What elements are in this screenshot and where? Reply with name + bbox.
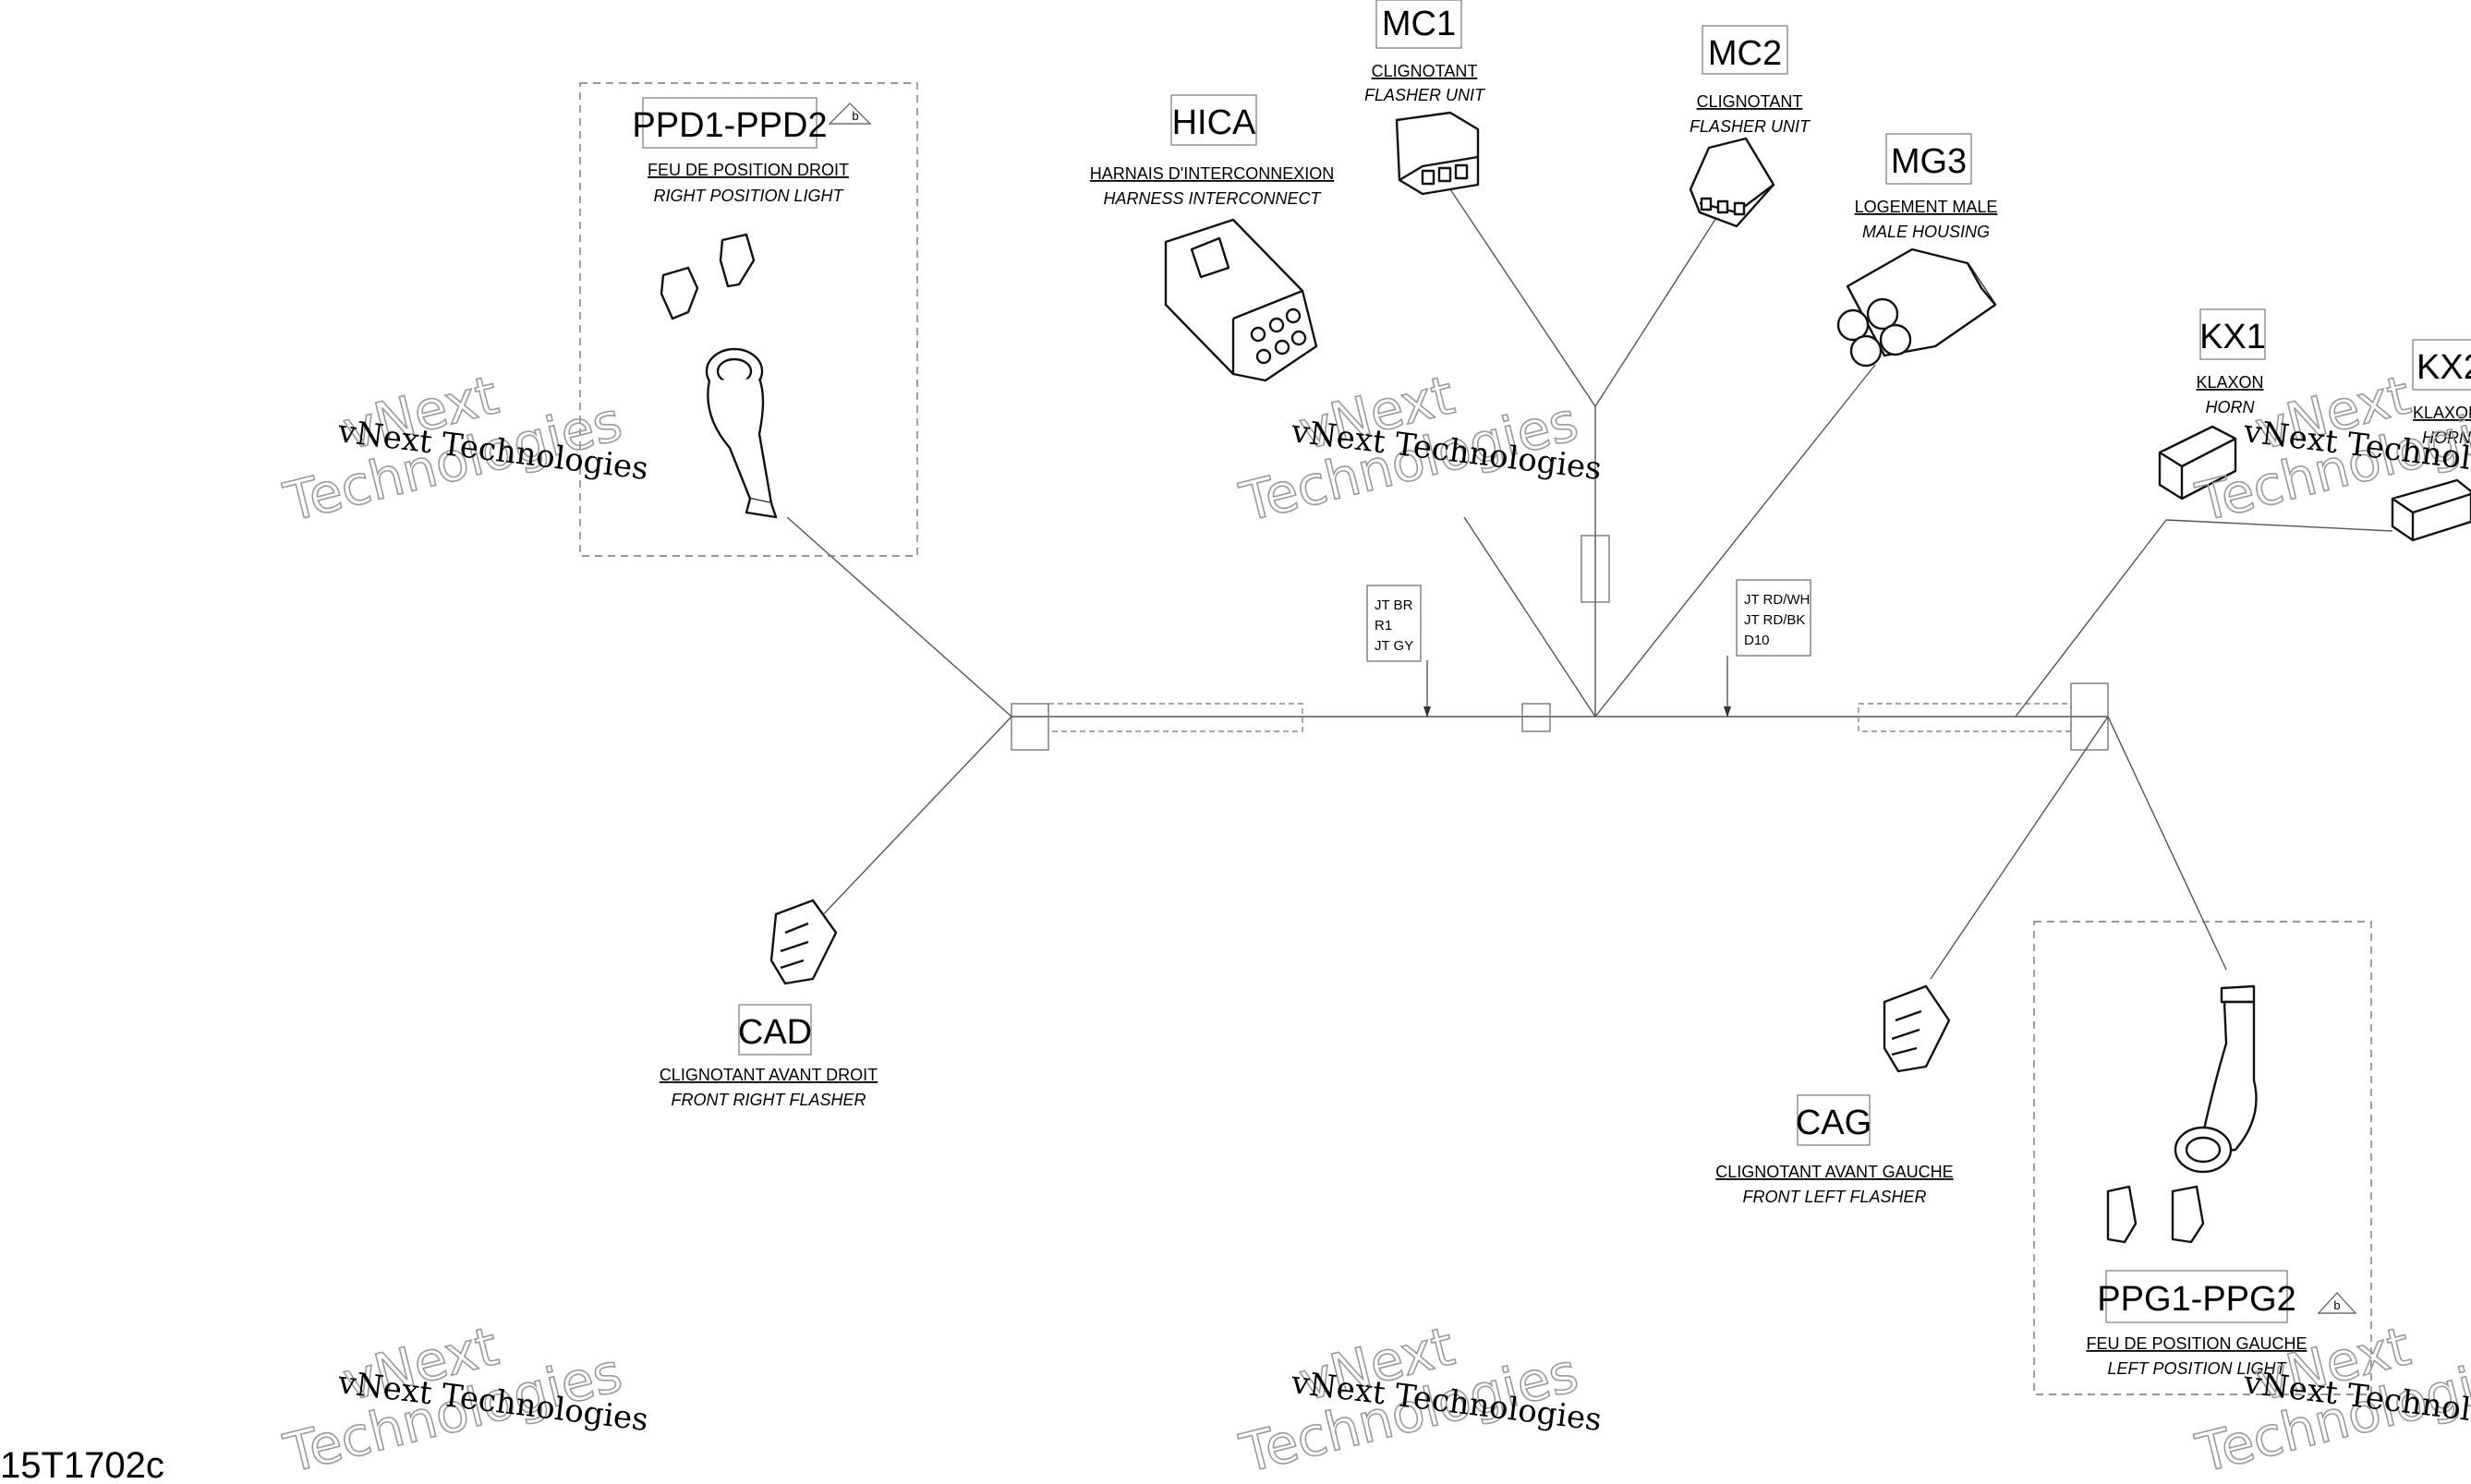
svg-text:MC1: MC1 (1382, 5, 1456, 43)
svg-text:HORN: HORN (2422, 428, 2471, 447)
svg-text:MC2: MC2 (1708, 34, 1782, 73)
right-position-light-group (579, 82, 918, 557)
label-ppg: PPG1-PPG2 b FEU DE POSITION GAUCHE LEFT … (2086, 1270, 2357, 1378)
mc2-flasher-connector-icon (1689, 137, 1775, 228)
label-cad: CAD CLIGNOTANT AVANT DROIT FRONT RIGHT F… (660, 1004, 878, 1109)
svg-text:FRONT LEFT FLASHER: FRONT LEFT FLASHER (1742, 1188, 1926, 1206)
kx2-horn-terminal-icon (2391, 478, 2471, 542)
left-position-light-group (2033, 921, 2372, 1395)
label-mc1: MC1 CLIGNOTANT FLASHER UNIT (1364, 0, 1486, 104)
svg-text:b: b (852, 109, 858, 123)
svg-text:FRONT RIGHT FLASHER: FRONT RIGHT FLASHER (671, 1091, 866, 1109)
label-cag: CAG CLIGNOTANT AVANT GAUCHE FRONT LEFT F… (1715, 1094, 1954, 1206)
svg-text:JT GY: JT GY (1375, 638, 1413, 654)
ppd-terminals-icon (660, 233, 756, 320)
svg-text:JT RD/WH: JT RD/WH (1744, 592, 1810, 608)
svg-text:CLIGNOTANT: CLIGNOTANT (1697, 92, 1803, 111)
harness-wires (786, 188, 2393, 980)
svg-text:CAG: CAG (1796, 1104, 1871, 1142)
hica-connector-icon (1164, 218, 1318, 382)
kx1-horn-terminal-icon (2158, 425, 2237, 501)
label-ppd: PPD1-PPD2 b FEU DE POSITION DROIT RIGHT … (632, 97, 872, 205)
svg-text:KLAXON: KLAXON (2413, 404, 2471, 422)
ppg-terminals-icon (2106, 1185, 2205, 1244)
drawing-reference: 15T1702c (0, 1445, 164, 1484)
ppd-bulb-socket-icon (705, 347, 778, 519)
svg-text:MG3: MG3 (1891, 142, 1967, 181)
wire-tag-arrows (1423, 706, 1731, 718)
svg-text:R1: R1 (1375, 618, 1392, 633)
svg-text:FEU DE POSITION DROIT: FEU DE POSITION DROIT (648, 161, 849, 179)
svg-text:MALE HOUSING: MALE HOUSING (1862, 223, 1990, 241)
svg-text:KX2: KX2 (2416, 348, 2471, 387)
svg-text:CLIGNOTANT: CLIGNOTANT (1372, 62, 1478, 80)
label-kx2: KX2 KLAXON HORN (2412, 339, 2471, 447)
label-kx1: KX1 KLAXON HORN (2196, 308, 2266, 416)
svg-text:b: b (2333, 1298, 2340, 1312)
mc1-flasher-connector-icon (1395, 111, 1480, 196)
svg-text:CLIGNOTANT AVANT GAUCHE: CLIGNOTANT AVANT GAUCHE (1715, 1163, 1953, 1181)
svg-text:JT BR: JT BR (1375, 597, 1413, 613)
svg-text:HARNESS INTERCONNECT: HARNESS INTERCONNECT (1103, 189, 1322, 208)
svg-text:CLIGNOTANT AVANT DROIT: CLIGNOTANT AVANT DROIT (660, 1066, 878, 1084)
label-hica: HICA HARNAIS D'INTERCONNEXION HARNESS IN… (1090, 94, 1334, 208)
svg-text:LEFT POSITION LIGHT: LEFT POSITION LIGHT (2107, 1359, 2287, 1378)
svg-text:LOGEMENT MALE: LOGEMENT MALE (1855, 198, 1998, 216)
svg-text:HARNAIS D'INTERCONNEXION: HARNAIS D'INTERCONNEXION (1090, 164, 1334, 183)
wire-tag-left: JT BR R1 JT GY (1366, 585, 1422, 662)
svg-text:KLAXON: KLAXON (2196, 373, 2263, 392)
svg-text:JT RD/BK: JT RD/BK (1744, 612, 1805, 628)
svg-text:HICA: HICA (1172, 103, 1256, 142)
svg-text:D10: D10 (1744, 633, 1770, 648)
svg-text:KX1: KX1 (2199, 318, 2266, 356)
label-mg3: MG3 LOGEMENT MALE MALE HOUSING (1855, 133, 1998, 241)
svg-text:FLASHER UNIT: FLASHER UNIT (1364, 86, 1486, 104)
cag-flasher-connector-icon (1883, 984, 1951, 1073)
svg-text:PPG1-PPG2: PPG1-PPG2 (2097, 1280, 2295, 1319)
svg-text:CAD: CAD (738, 1013, 812, 1052)
svg-text:PPD1-PPD2: PPD1-PPD2 (632, 106, 827, 145)
svg-text:RIGHT POSITION LIGHT: RIGHT POSITION LIGHT (653, 187, 844, 205)
svg-text:FEU DE POSITION GAUCHE: FEU DE POSITION GAUCHE (2086, 1334, 2307, 1353)
ppg-bulb-socket-icon (2174, 984, 2258, 1174)
connectors (660, 111, 2471, 1244)
cad-flasher-connector-icon (769, 899, 838, 985)
svg-text:FLASHER UNIT: FLASHER UNIT (1690, 117, 1811, 136)
svg-text:HORN: HORN (2206, 398, 2256, 416)
label-mc2: MC2 CLIGNOTANT FLASHER UNIT (1690, 25, 1811, 136)
wire-tag-right: JT RD/WH JT RD/BK D10 (1736, 579, 1811, 657)
mg3-male-housing-icon (1836, 247, 1997, 368)
